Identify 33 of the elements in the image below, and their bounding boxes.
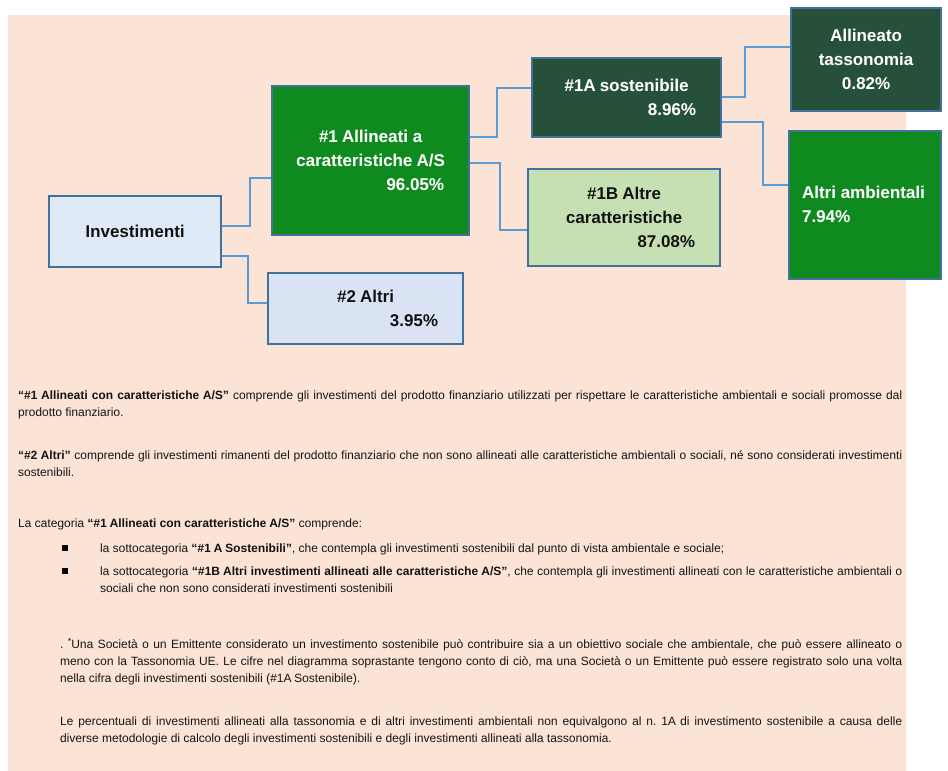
category-box xyxy=(267,272,464,345)
category-box xyxy=(531,57,722,138)
category-name: #1 Allineati a caratteristiche A/S xyxy=(295,126,446,172)
connector-line xyxy=(470,87,531,138)
connector-line xyxy=(470,162,527,231)
connector-line xyxy=(222,255,267,304)
percentage-value: 7.94% xyxy=(802,206,852,228)
category-box xyxy=(48,195,222,268)
percentage-value: 8.96% xyxy=(646,98,697,120)
percentage-value: 96.05% xyxy=(385,174,445,196)
note-paragraph: Le percentuali di investimenti allineati alla tassonomia e di altri investimenti ambientali non equivalgono al n. 1A di investimento sostenibile a causa delle diverse metodologie di calcolo degli investimenti sostenibili e degli investimenti allineati alla tassonomia. xyxy=(60,713,902,747)
note-paragraph: la sottocategoria “#1 A Sostenibili”, che contempla gli investimenti sostenibili dal punto di vista ambientale e sociale; xyxy=(100,540,726,557)
category-box xyxy=(271,85,470,236)
category-name: Altri ambientali xyxy=(802,182,926,204)
category-name: Investimenti xyxy=(84,220,186,242)
category-box xyxy=(790,7,942,112)
percentage-value: 87.08% xyxy=(636,230,696,252)
connector-line xyxy=(222,177,271,227)
percentage-value: 3.95% xyxy=(388,310,439,332)
connector-line xyxy=(722,46,790,98)
category-name: #1A sostenibile xyxy=(563,74,690,96)
category-name: #2 Altri xyxy=(336,286,395,308)
category-box xyxy=(527,168,721,267)
note-paragraph: La categoria “#1 Allineati con caratteristiche A/S” comprende: xyxy=(18,515,363,532)
note-paragraph: . $^{*}$Una Società o un Emittente considerato un investimento sostenibile può contribuire sia a un obiettivo sociale che ambientale, che può essere allineato o meno con la Tassonomia UE. Le cifre nel diagramma soprastante tengono conto di ciò, ma una Società o un Emittente può essere registrato solo una volta nella cifra degli investimenti sostenibili (#1A Sostenibile). xyxy=(60,636,902,687)
note-paragraph: “#2 Altri” comprende gli investimenti rimanenti del prodotto finanziario che non sono allineati alle caratteristiche ambientali o sociali, né sono considerati investimenti sostenibili. xyxy=(18,447,902,481)
note-paragraph: la sottocategoria “#1B Altri investimenti allineati alle caratteristiche A/S”, che contempla gli investimenti allineati con le caratteristiche ambientali o sociali che non sono considerati investimenti sostenibili xyxy=(100,563,902,597)
percentage-value: 0.82% xyxy=(840,72,892,94)
category-name: #1B Altre caratteristiche xyxy=(564,182,684,228)
category-box xyxy=(788,130,942,280)
connector-line xyxy=(722,121,788,186)
category-name: Allineato tassonomia xyxy=(818,24,914,70)
note-paragraph: “#1 Allineati con caratteristiche A/S” comprende gli investimenti del prodotto finanziario utilizzati per rispettare le caratteristiche ambientali e sociali promosse dal prodotto finanziario. xyxy=(18,387,902,421)
